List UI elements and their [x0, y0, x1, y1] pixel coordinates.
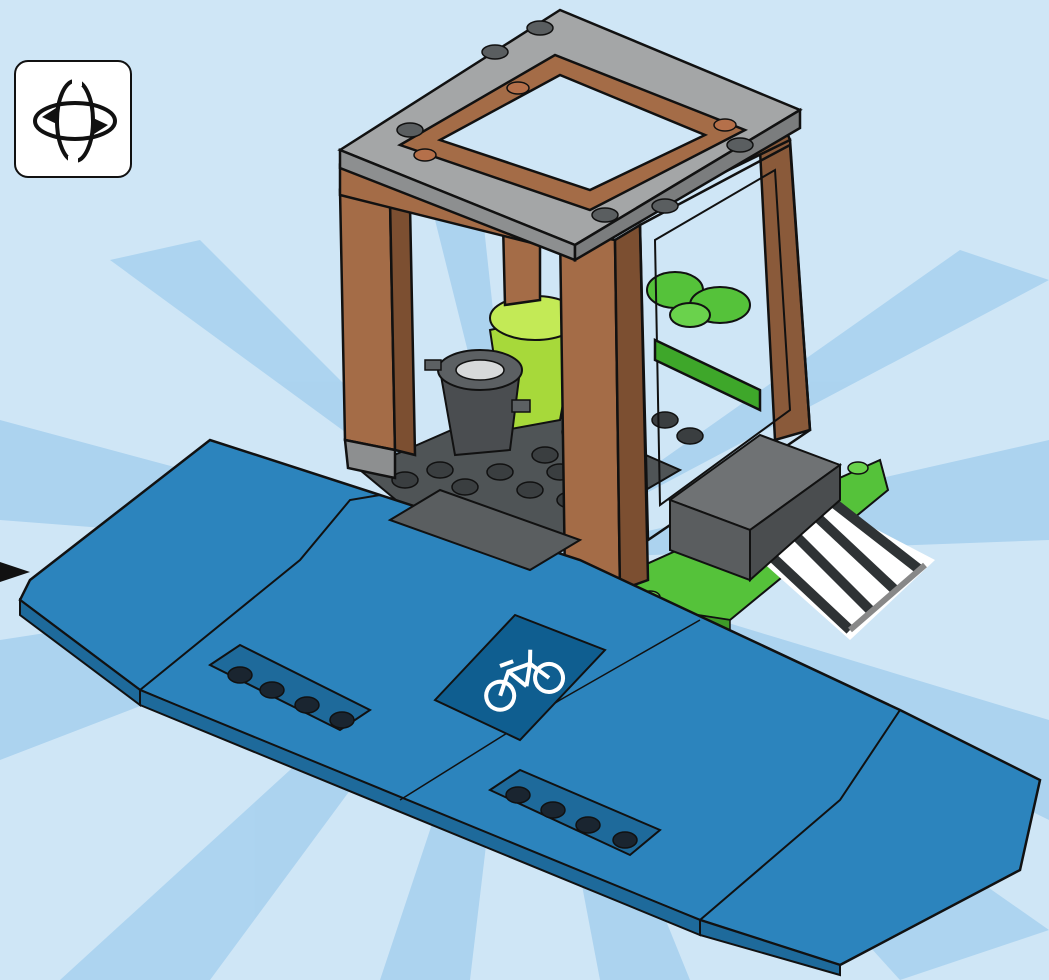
rotate-model-button[interactable]	[14, 60, 132, 178]
rotate-model-icon	[16, 62, 134, 180]
